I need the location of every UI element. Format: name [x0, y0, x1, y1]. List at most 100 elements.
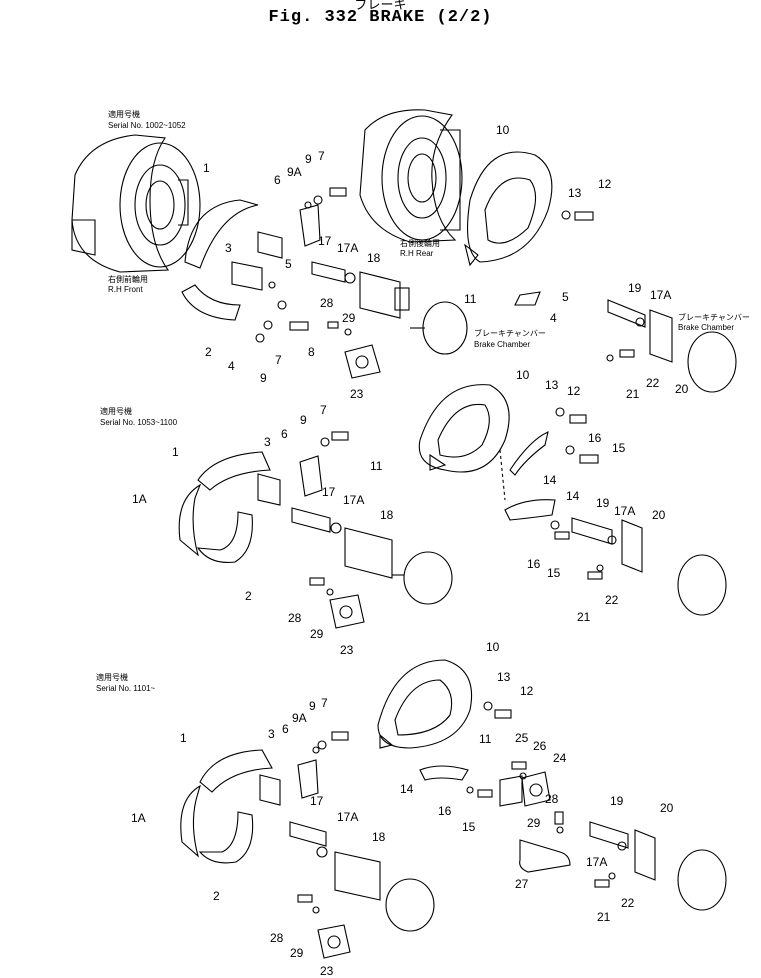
part-label: 6	[274, 173, 281, 187]
part-label: 28	[288, 611, 302, 625]
actuator-rod-icon	[571, 517, 613, 545]
section-3-serial-jp: 適用号機	[96, 672, 128, 682]
part-label: 16	[588, 431, 602, 445]
lining-1a-icon	[180, 784, 201, 858]
lining-1a-icon	[178, 483, 202, 557]
part-label: 28	[320, 296, 334, 310]
part-label: 29	[342, 311, 356, 325]
part-label: 20	[675, 382, 689, 396]
section-2: 適用号機 Serial No. 1053~1100	[100, 368, 727, 657]
part-label: 23	[320, 964, 334, 978]
part-label: 16	[438, 804, 452, 818]
part-label: 19	[610, 794, 624, 808]
part-label: 15	[462, 820, 476, 834]
part-label: 9A	[287, 165, 302, 179]
part-label: 23	[350, 387, 364, 401]
brake-shoe-lower-icon	[198, 811, 254, 864]
part-label: 9	[309, 699, 316, 713]
part-label: 27	[515, 877, 529, 891]
part-label: 9	[300, 413, 307, 427]
part-label: 13	[497, 670, 511, 684]
part-label: 2	[213, 889, 220, 903]
part-label: 19	[628, 281, 642, 295]
brake-shoe-upper-icon	[199, 749, 273, 793]
part-label: 1	[203, 161, 210, 175]
part-label: 9	[305, 152, 312, 166]
part-label: 29	[527, 816, 541, 830]
caption-chamber-1-jp: ブレーキチャンバー	[474, 328, 546, 338]
part-label: 5	[285, 257, 292, 271]
part-label: 19	[596, 496, 610, 510]
section-1-serial-jp: 適用号機	[108, 109, 140, 119]
part-label: 5	[562, 290, 569, 304]
bolt-icon	[255, 187, 347, 343]
caption-rh-front-jp: 右側前輪用	[108, 274, 148, 284]
part-label: 22	[646, 376, 660, 390]
part-label: 14	[400, 782, 414, 796]
part-label: 3	[225, 241, 232, 255]
figure-title-jp: ブレーキ	[354, 0, 407, 13]
brake-shoe-lower-icon	[196, 511, 253, 563]
part-label: 17A	[343, 493, 364, 507]
actuator-rod-icon	[291, 507, 331, 533]
part-label: 1	[180, 731, 187, 745]
part-label: 1	[172, 445, 179, 459]
part-label: 6	[281, 427, 288, 441]
spring-icon	[297, 759, 319, 799]
part-label: 4	[550, 311, 557, 325]
brake-shoe-lower-icon	[181, 284, 241, 321]
actuator-rod-icon	[289, 821, 327, 847]
part-label: 18	[367, 251, 381, 265]
shim-icon	[504, 499, 556, 521]
part-label: 9	[260, 371, 267, 385]
part-label: 10	[496, 123, 510, 137]
part-label: 11	[370, 459, 383, 473]
part-label: 29	[290, 946, 304, 960]
part-label: 12	[567, 384, 581, 398]
part-label: 13	[568, 186, 582, 200]
brake-chamber-icon	[677, 849, 727, 911]
part-label: 25	[515, 731, 529, 745]
spring-icon	[299, 204, 321, 247]
section-2-serial: Serial No. 1053~1100	[100, 418, 178, 427]
chamber-plate-icon	[649, 309, 673, 363]
section-3: 適用号機 Serial No. 1101~	[96, 640, 727, 978]
part-label: 28	[270, 931, 284, 945]
part-label: 3	[268, 727, 275, 741]
lining-icon	[257, 231, 283, 259]
caption-rh-front: R.H Front	[108, 285, 143, 294]
lining-icon	[259, 774, 281, 806]
brake-shoe-upper-icon	[184, 199, 259, 269]
part-label: 11	[464, 292, 477, 306]
chamber-plate-icon	[621, 519, 643, 573]
part-label: 23	[340, 643, 354, 657]
brake-chamber-icon	[687, 331, 737, 393]
part-label: 17	[318, 234, 332, 248]
part-label: 6	[282, 722, 289, 736]
part-label: 1A	[131, 811, 146, 825]
part-label: 14	[566, 489, 580, 503]
part-label: 18	[372, 830, 386, 844]
part-label: 12	[598, 177, 612, 191]
part-label: 7	[275, 353, 282, 367]
actuator-rod-icon	[607, 299, 646, 328]
actuator-body-icon	[344, 527, 393, 579]
part-label: 3	[264, 435, 271, 449]
part-label: 21	[626, 387, 640, 401]
backing-plate-icon	[377, 659, 473, 749]
bolt-icon	[331, 431, 349, 441]
section-2-serial-jp: 適用号機	[100, 406, 132, 416]
part-label: 1A	[132, 492, 147, 506]
part-label: 2	[205, 345, 212, 359]
actuator-rod-icon	[311, 261, 410, 319]
part-label: 12	[520, 684, 534, 698]
lining-icon	[231, 261, 263, 291]
caption-chamber-2: Brake Chamber	[678, 323, 734, 332]
lining-icon	[257, 473, 281, 506]
part-label: 7	[318, 149, 325, 163]
part-label: 26	[533, 739, 547, 753]
backing-plate-icon	[418, 384, 510, 473]
part-label: 11	[479, 732, 492, 746]
part-label: 17	[322, 485, 336, 499]
